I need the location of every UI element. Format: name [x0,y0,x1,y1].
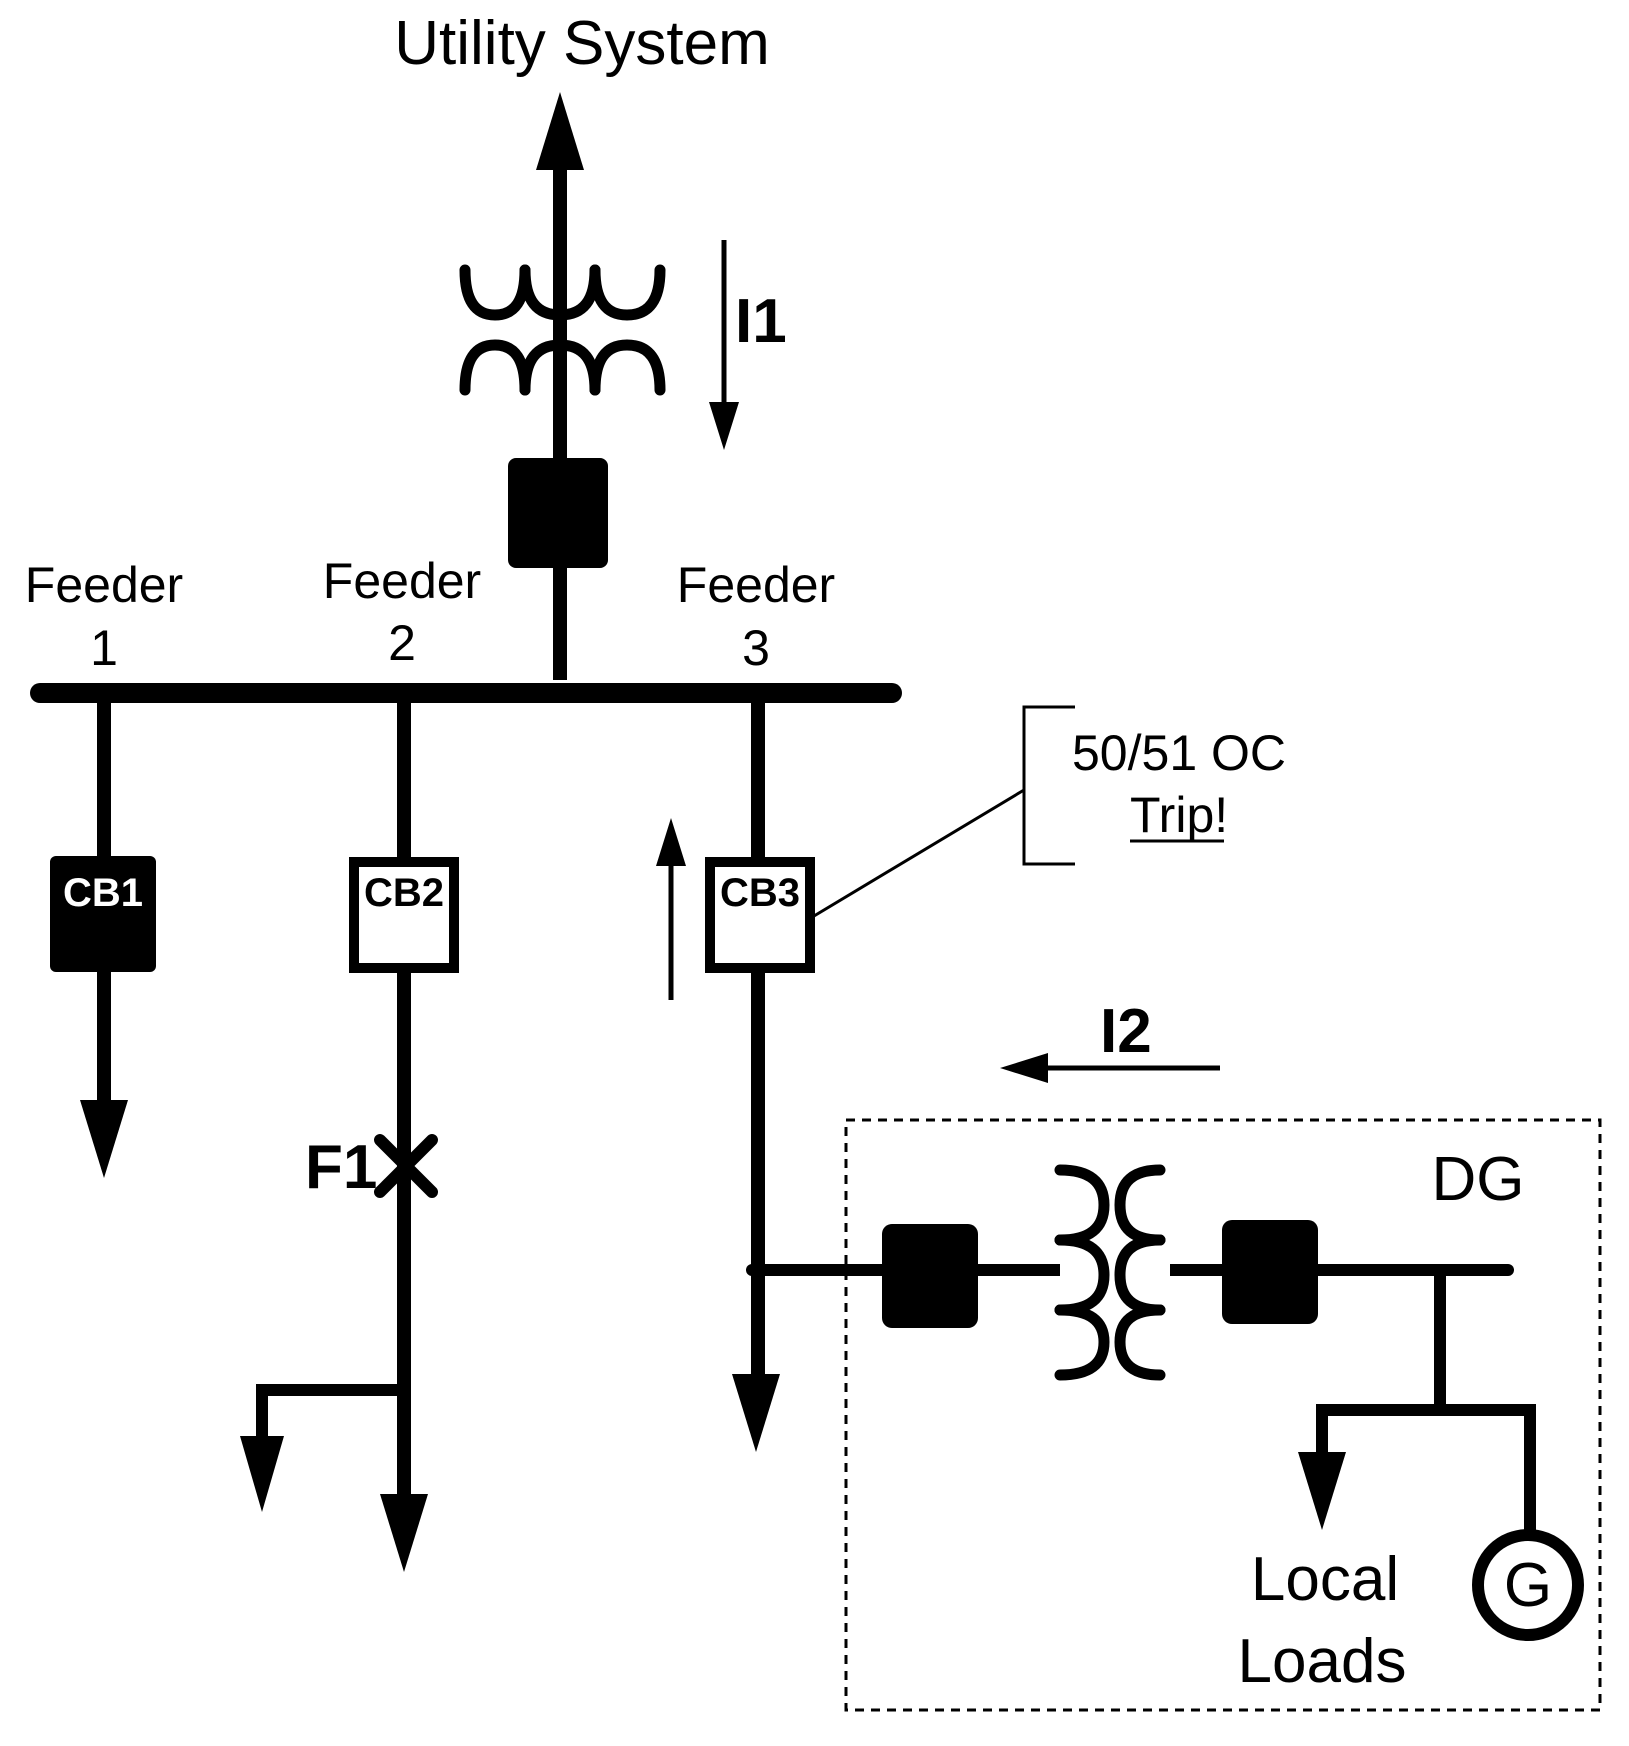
relay-trip-status: Trip! [1130,787,1228,843]
arrow-down-icon [80,1100,128,1178]
utility-system-title: Utility System [394,9,769,78]
breaker-cb2 [349,857,459,973]
feeder-2-line [240,700,428,1572]
arrow-down-icon [732,1374,780,1452]
dg-breaker-left-icon [882,1224,978,1328]
local-loads-arrow-icon [1298,1452,1346,1530]
feeder-3-label: Feeder [677,557,835,613]
main-transformer-icon [459,264,666,396]
feeder-1-number: 1 [90,620,118,676]
relay-label: 50/51 OC [1072,725,1286,781]
fault-x-icon [374,1134,438,1198]
breaker-cb3-label: CB3 [720,871,800,915]
current-label-i1: I1 [735,287,787,356]
main-breaker-icon [508,458,608,568]
breaker-cb3 [705,857,815,973]
arrow-up-icon [536,92,584,170]
dg-transformer-icon [1054,1164,1170,1381]
feeder-3-number: 3 [742,620,770,676]
feeder-2-label: Feeder [323,553,481,609]
breaker-cb1-label: CB1 [63,871,143,915]
arrow-down-icon [380,1494,428,1572]
arrow-down-icon [709,402,739,450]
dg-breaker-right-icon [1222,1220,1318,1324]
feeder-2-number: 2 [388,615,416,671]
feeder-1-label: Feeder [25,557,183,613]
generator-icon [1472,1529,1584,1641]
generator-label: G [1504,1551,1552,1620]
relay-callout [813,705,1075,918]
arrow-up-icon [656,818,686,866]
dg-boundary [844,1118,1602,1712]
dg-bus-branch [1316,1270,1536,1530]
arrow-left-icon [1000,1053,1048,1083]
utility-feed-line [536,92,584,680]
dg-label: DG [1432,1145,1525,1214]
current-arrow-i2 [1000,1053,1220,1083]
current-label-i2: I2 [1100,997,1152,1066]
current-arrow-i1 [709,240,739,450]
local-loads-label-line2: Loads [1238,1627,1407,1696]
local-loads-label-line1: Local [1251,1545,1399,1614]
breaker-cb2-label: CB2 [364,871,444,915]
fault-label-f1: F1 [305,1133,377,1202]
feeder-3-line [732,700,780,1452]
breaker-cb1 [50,856,156,972]
arrow-down-icon [240,1436,284,1512]
fault-current-arrow [656,818,686,1000]
